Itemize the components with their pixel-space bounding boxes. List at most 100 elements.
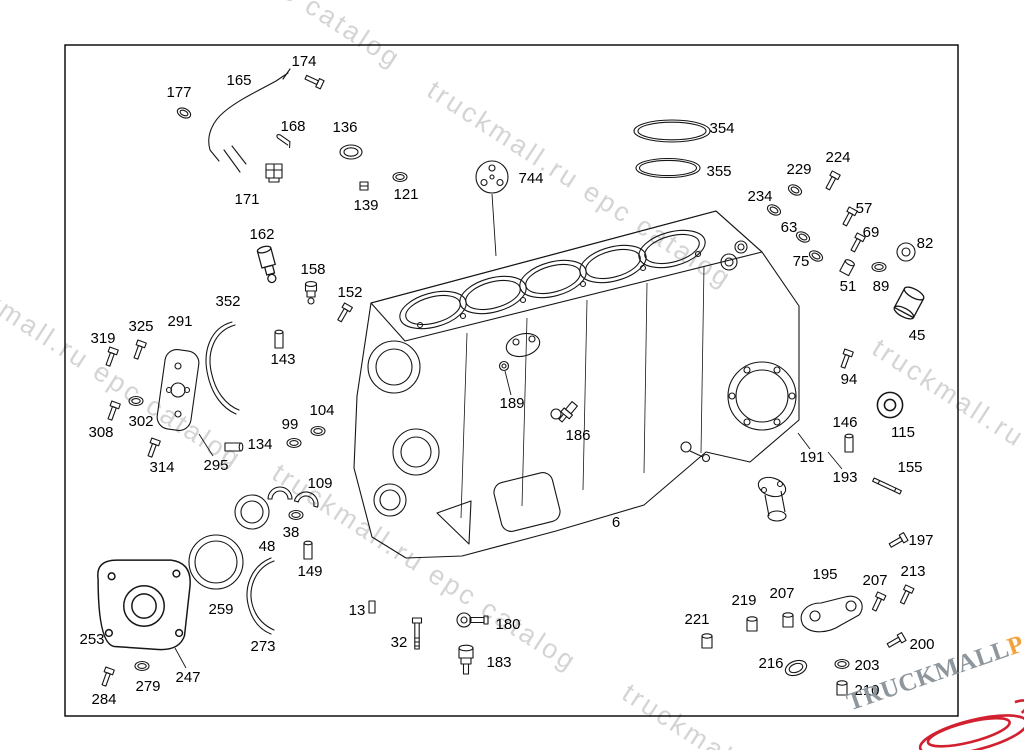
part-glyph-168 — [276, 134, 291, 149]
part-label-221: 221 — [684, 611, 709, 628]
part-glyph-109 — [267, 486, 319, 508]
part-glyph-162 — [256, 245, 277, 284]
part-glyph-314 — [147, 437, 161, 458]
part-label-168: 168 — [280, 118, 305, 135]
part-glyph-177 — [176, 107, 192, 119]
part-label-193: 193 — [832, 469, 857, 486]
part-glyph-207 — [782, 612, 794, 628]
part-label-139: 139 — [353, 197, 378, 214]
part-glyph-291 — [156, 349, 200, 431]
part-label-197: 197 — [908, 532, 933, 549]
part-label-200: 200 — [909, 636, 934, 653]
part-glyph-216 — [784, 659, 808, 677]
part-label-57: 57 — [856, 200, 873, 217]
part-label-319: 319 — [90, 330, 115, 347]
part-label-210: 210 — [854, 682, 879, 699]
part-glyph-203 — [834, 658, 850, 670]
part-label-308: 308 — [88, 424, 113, 441]
part-label-234: 234 — [747, 188, 772, 205]
part-glyph-38 — [288, 509, 304, 521]
leader-line-744 — [491, 193, 497, 257]
part-label-152: 152 — [337, 284, 362, 301]
part-label-32: 32 — [391, 634, 408, 651]
part-label-216: 216 — [758, 655, 783, 672]
part-label-155: 155 — [897, 459, 922, 476]
part-glyph-234 — [766, 204, 782, 216]
part-glyph-152 — [337, 302, 353, 323]
part-glyph-302 — [128, 395, 144, 407]
part-label-177: 177 — [166, 84, 191, 101]
part-glyph-13 — [368, 600, 376, 614]
part-label-183: 183 — [486, 654, 511, 671]
part-label-253: 253 — [79, 631, 104, 648]
part-glyph-259 — [188, 534, 244, 590]
part-label-38: 38 — [283, 524, 300, 541]
leader-line-295 — [198, 433, 214, 457]
part-glyph-158 — [304, 281, 318, 305]
part-glyph-229 — [787, 184, 803, 196]
part-glyph-63 — [795, 231, 811, 243]
part-label-171: 171 — [234, 191, 259, 208]
part-glyph-210 — [836, 680, 848, 696]
part-label-291: 291 — [167, 313, 192, 330]
part-label-136: 136 — [332, 119, 357, 136]
part-label-189: 189 — [499, 395, 524, 412]
part-glyph-221 — [701, 633, 713, 649]
part-glyph-155 — [872, 477, 902, 495]
part-glyph-99 — [286, 437, 302, 449]
part-label-207: 207 — [862, 572, 887, 589]
part-label-295: 295 — [203, 457, 228, 474]
part-label-203: 203 — [854, 657, 879, 674]
watermark-text: truckmall.ru epc catalog — [422, 75, 738, 295]
part-glyph-32 — [411, 617, 423, 650]
part-label-207: 207 — [769, 585, 794, 602]
part-label-174: 174 — [291, 53, 316, 70]
part-label-149: 149 — [297, 563, 322, 580]
part-label-284: 284 — [91, 691, 116, 708]
part-glyph-284 — [101, 666, 115, 687]
part-glyph-146 — [844, 433, 854, 453]
part-glyph-308 — [107, 400, 121, 421]
part-glyph-744 — [475, 160, 509, 194]
part-label-213: 213 — [900, 563, 925, 580]
part-glyph-174 — [304, 74, 325, 90]
part-label-109: 109 — [307, 475, 332, 492]
part-glyph-149 — [303, 540, 313, 560]
part-glyph-143 — [274, 329, 284, 349]
part-label-134: 134 — [247, 436, 272, 453]
part-glyph-197 — [888, 532, 909, 548]
leader-line-247 — [174, 647, 187, 669]
part-glyph-354 — [633, 119, 711, 143]
leader-line-193 — [827, 451, 843, 470]
part-glyph-139 — [359, 181, 369, 191]
part-label-352: 352 — [215, 293, 240, 310]
part-glyph-75 — [808, 250, 824, 262]
part-glyph-180 — [456, 612, 489, 628]
part-glyph-213 — [899, 584, 915, 605]
part-label-354: 354 — [709, 120, 734, 137]
engine-block-drawing — [353, 210, 800, 559]
part-label-302: 302 — [128, 413, 153, 430]
part-glyph-224 — [825, 170, 841, 191]
part-glyph-325 — [133, 339, 147, 360]
part-glyph-48 — [234, 494, 270, 530]
part-glyph-165 — [208, 68, 291, 173]
part-glyph-51 — [839, 259, 855, 277]
part-label-115: 115 — [891, 424, 915, 441]
part-glyph-171 — [265, 163, 283, 183]
part-glyph-253 — [97, 559, 191, 651]
brand-logo: TRUCKMALLPARTS — [840, 609, 1024, 750]
part-glyph-186 — [558, 401, 578, 423]
part-glyph-104 — [310, 425, 326, 437]
part-label-224: 224 — [825, 149, 850, 166]
leader-line-191 — [797, 432, 811, 450]
part-label-195: 195 — [812, 566, 837, 583]
part-glyph-273 — [246, 557, 275, 635]
part-label-314: 314 — [149, 459, 174, 476]
part-glyph-45 — [893, 286, 925, 320]
part-glyph-134 — [224, 442, 244, 452]
part-glyph-82 — [896, 242, 916, 262]
